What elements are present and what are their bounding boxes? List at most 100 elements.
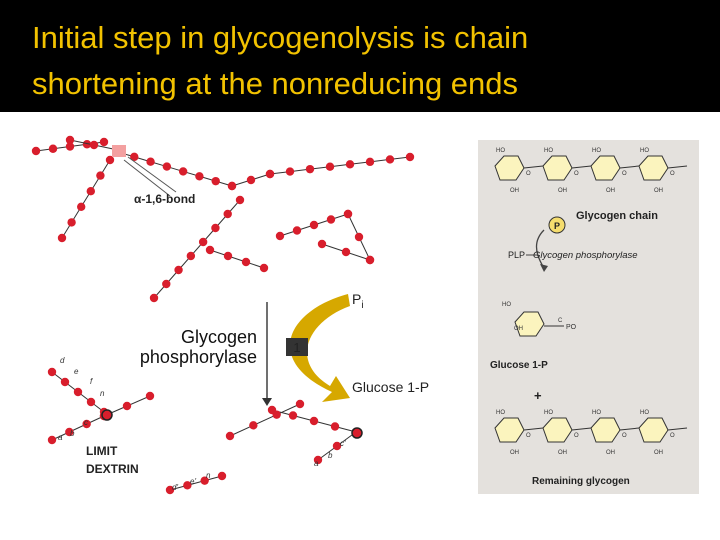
dextrin-left-b-link (51, 415, 105, 441)
glucose-1p-label: Glucose 1-P (352, 379, 429, 395)
chain-f-bead (275, 231, 285, 241)
bead-letter: a (314, 459, 319, 468)
bead-letter: d' (172, 483, 178, 492)
dextrin-left-bead (60, 377, 70, 387)
chain-d-bead (57, 233, 67, 243)
chain-d-bead (96, 171, 105, 180)
dextrin-right-d-bead (313, 455, 323, 465)
glucose-ring (494, 155, 525, 181)
chain-d-bead (77, 202, 86, 211)
chain-j-bead (241, 257, 251, 267)
enzyme-label-line-2: phosphorylase (139, 347, 257, 367)
chain-e-bead (162, 279, 171, 289)
dextrin-left-b-bead (82, 419, 91, 429)
glucose-ring (542, 417, 573, 443)
o-label: O (526, 433, 531, 439)
chain-f-bead (292, 226, 302, 235)
chain-c-bead (345, 160, 355, 169)
dextrin-right-c-bead (272, 410, 281, 419)
chain-e-bead (223, 209, 232, 219)
chain-j-bead (205, 245, 215, 255)
chain-b-bead (162, 162, 172, 171)
oh-label: OH (514, 326, 523, 332)
bead-letter: c (84, 418, 88, 427)
bead-letter: e (74, 367, 79, 376)
ho-label: HO (592, 410, 601, 416)
glucose-ring (638, 417, 669, 443)
glycosidic-bond (619, 165, 640, 169)
chain-j-link (209, 249, 265, 269)
phosphate-circle-label: P (554, 221, 560, 231)
oh-label: OH (606, 450, 615, 456)
branch-point-highlight (112, 145, 126, 157)
chain-e-bead (174, 265, 183, 275)
oh-label: OH (654, 188, 663, 194)
chain-d-bead (105, 155, 115, 165)
chain-e-bead (198, 237, 208, 247)
chain-b2-bead (227, 181, 237, 191)
o-label: O (670, 433, 675, 439)
chain-i-bead (89, 140, 99, 150)
dextrin-label: DEXTRIN (86, 462, 139, 476)
chain-g-bead (354, 232, 364, 242)
title-line-1: Initial step in glycogenolysis is chain (32, 20, 529, 55)
chain-i-bead (65, 135, 75, 145)
chain-b-bead (130, 152, 139, 162)
ho-label: HO (640, 410, 649, 416)
phosphate-attack-arrow-head (540, 264, 548, 272)
dextrin-right-a-bead (165, 485, 175, 495)
dextrin-right-a-link (169, 475, 223, 491)
plp-label: PLP (508, 250, 525, 260)
bead-letter: e' (190, 477, 196, 486)
chain-g-bead (343, 209, 353, 219)
dextrin-right-a-bead (183, 481, 192, 490)
chain-c-bead (365, 157, 375, 167)
chain-b-bead (211, 176, 220, 186)
glucose-ring (638, 155, 669, 181)
dextrin-left-c-bead (122, 401, 132, 411)
glycosidic-bond (571, 427, 592, 431)
glucose-ring (590, 155, 621, 181)
glycogen-bead-chains (31, 135, 415, 495)
chain-j-bead (259, 263, 269, 273)
glycosidic-bond (571, 165, 592, 169)
enzyme-label-line-1: Glycogen (180, 327, 257, 347)
chain-a-bead (99, 137, 109, 147)
phosphorylase-label: Glycogen phosphorylase (533, 250, 638, 261)
chain-b-bead (146, 157, 155, 166)
chain-b2-bead (246, 175, 256, 185)
dextrin-left-bead (86, 397, 96, 407)
chain-b-bead (178, 167, 188, 176)
o-label: O (622, 171, 627, 177)
ho-label: HO (496, 148, 505, 154)
dextrin-right-b-bead (330, 422, 340, 431)
glycogen-diagram: α-1,6-bond 1 Pi Glucose 1-P LIMIT DEXTRI… (31, 135, 429, 495)
chain-a-bead (65, 142, 75, 151)
chain-c-bead (285, 167, 295, 176)
chain-h-bead (365, 255, 375, 265)
glycosidic-bond (619, 427, 640, 431)
o-label: O (574, 171, 579, 177)
step-number: 1 (293, 340, 300, 355)
chain-h-bead (341, 247, 351, 257)
bond-pointer-line-2 (123, 159, 171, 197)
oh-label: OH (558, 188, 567, 194)
chain-e-bead (235, 195, 245, 205)
chain-c-bead (325, 162, 335, 171)
limit-label: LIMIT (86, 444, 118, 458)
bead-letter: n (206, 471, 211, 480)
chain-f-bead (309, 220, 319, 230)
dextrin-left-c-bead (145, 391, 155, 401)
glucose-1p-ring (514, 311, 545, 337)
chain-h-bead (317, 239, 327, 249)
ho-label: HO (640, 148, 649, 154)
bead-letter: n (100, 389, 105, 398)
dextrin-right-a-bead (217, 471, 227, 481)
dextrin-right-c-bead (295, 399, 305, 409)
glucose-ring (494, 417, 525, 443)
oh-label: OH (606, 188, 615, 194)
reaction-panel-figure: OH HO O OH HO O OH HO O OH HO O P Glycogen chain PL… (490, 148, 688, 487)
glycogen-chain-label: Glycogen chain (576, 210, 658, 222)
